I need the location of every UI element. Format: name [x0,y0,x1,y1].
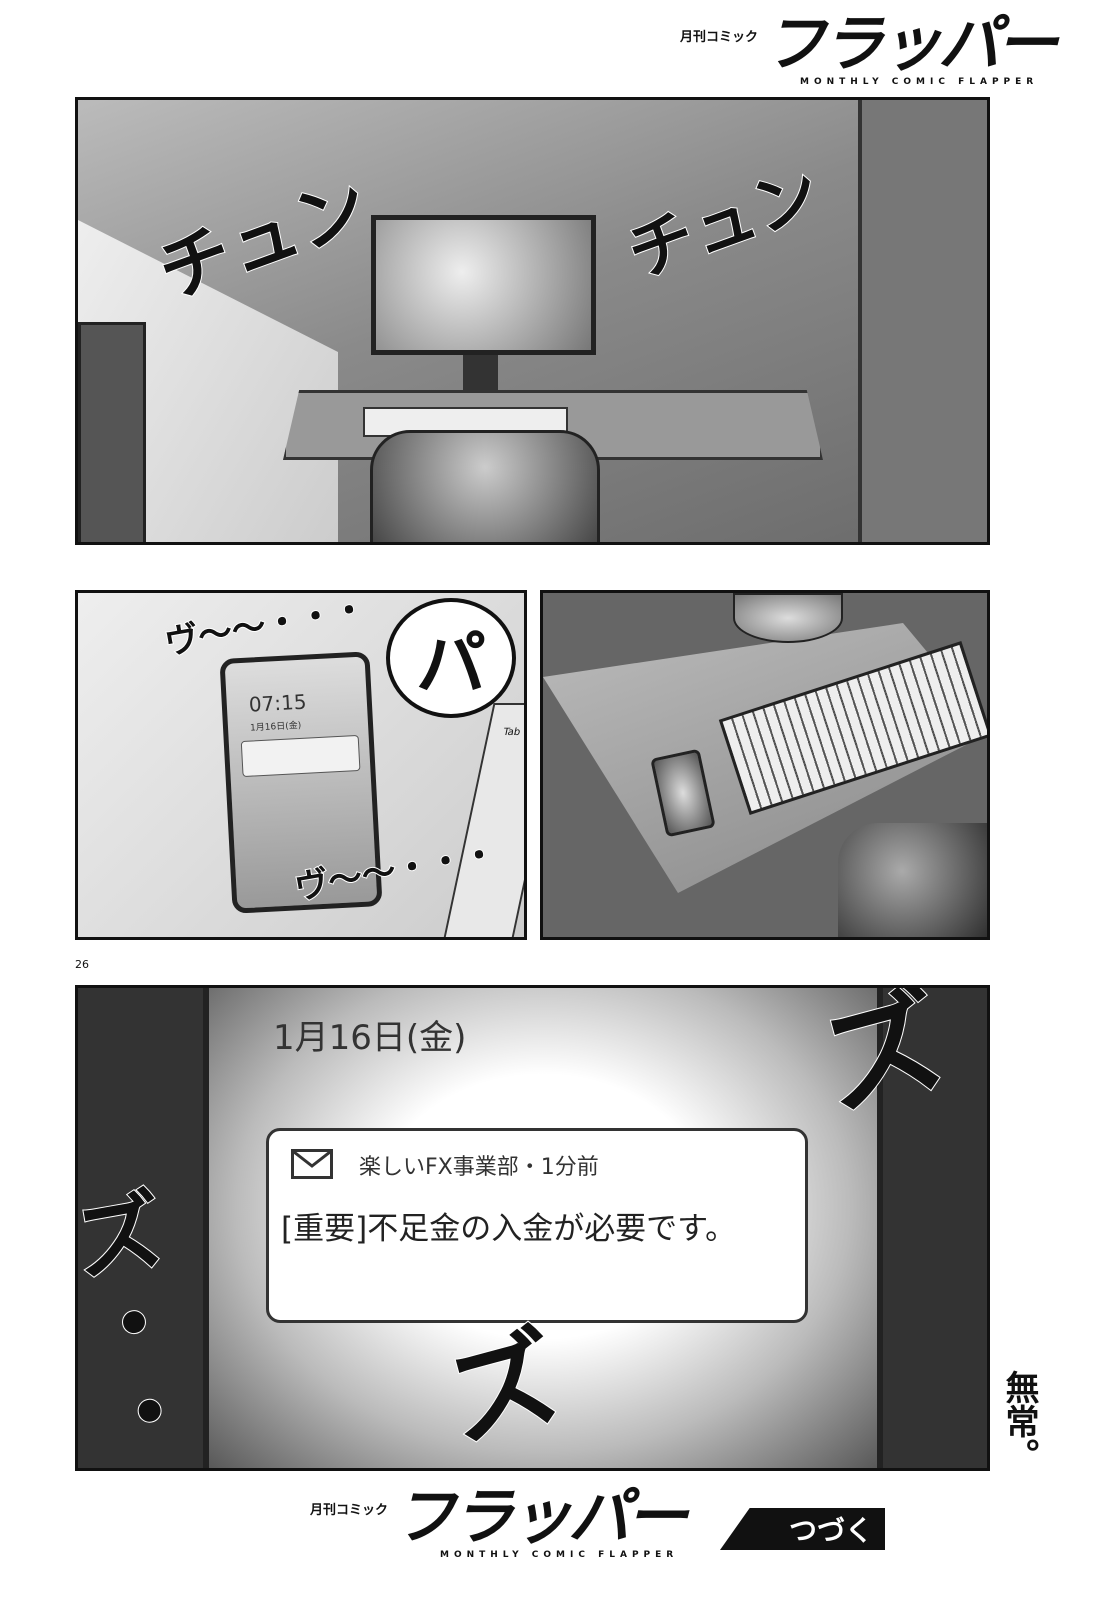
logo-subtitle: MONTHLY COMIC FLAPPER [800,77,1039,87]
footer-logo: 月刊コミック フラッパー MONTHLY COMIC FLAPPER [310,1478,688,1560]
phone-time: 07:15 [248,689,308,717]
keyboard-edge: Tab [442,703,524,937]
speech-bubble: パ [386,598,516,718]
tsuzuku-badge: つづく [720,1508,885,1550]
notification-message: [重要]不足金の入金が必要です。 [281,1211,737,1247]
logo-subtitle: MONTHLY COMIC FLAPPER [440,1550,679,1560]
tab-key: Tab [502,727,522,738]
date-label: 1月16日(金) [273,1018,467,1058]
monitor-stand [463,355,498,393]
phone-notification [240,734,361,778]
monitor [371,215,596,355]
header-logo: 月刊コミック フラッパー MONTHLY COMIC FLAPPER [680,5,1058,87]
bookshelf [78,322,146,542]
phone-date: 1月16日(金) [249,720,302,734]
envelope-icon [291,1149,333,1179]
notification-card: 楽しいFX事業部・1分前 [重要]不足金の入金が必要です。 [266,1128,808,1323]
tsuzuku-label: つづく [788,1514,873,1547]
monitor-base [733,593,843,643]
sfx-chun-left: チュン [146,161,380,316]
door [858,100,987,542]
logo-title: フラッパー [394,1480,688,1553]
logo-prefix: 月刊コミック [680,30,759,45]
logo-prefix: 月刊コミック [310,1503,389,1518]
sfx-chun-right: チュン [617,152,831,294]
sfx-pa: パ [416,622,486,705]
page-number: 26 [75,958,89,971]
chair [838,823,987,937]
sfx-zu-left: ズ・・・ [75,1181,217,1471]
panel-room: チュン チュン [75,97,990,545]
logo-title: フラッパー [764,7,1058,80]
chair [370,430,600,542]
panel-desk-top [540,590,990,940]
panel-notification: 1月16日(金) 楽しいFX事業部・1分前 [重要]不足金の入金が必要です。 ズ… [75,985,990,1471]
caption-mujou: 無常。 [999,1370,1039,1472]
notification-sender: 楽しいFX事業部・1分前 [359,1155,599,1180]
panel-phone-vibrating: 07:15 1月16日(金) パ Tab ヴ〜〜・・・ ヴ〜〜・・・ [75,590,527,940]
